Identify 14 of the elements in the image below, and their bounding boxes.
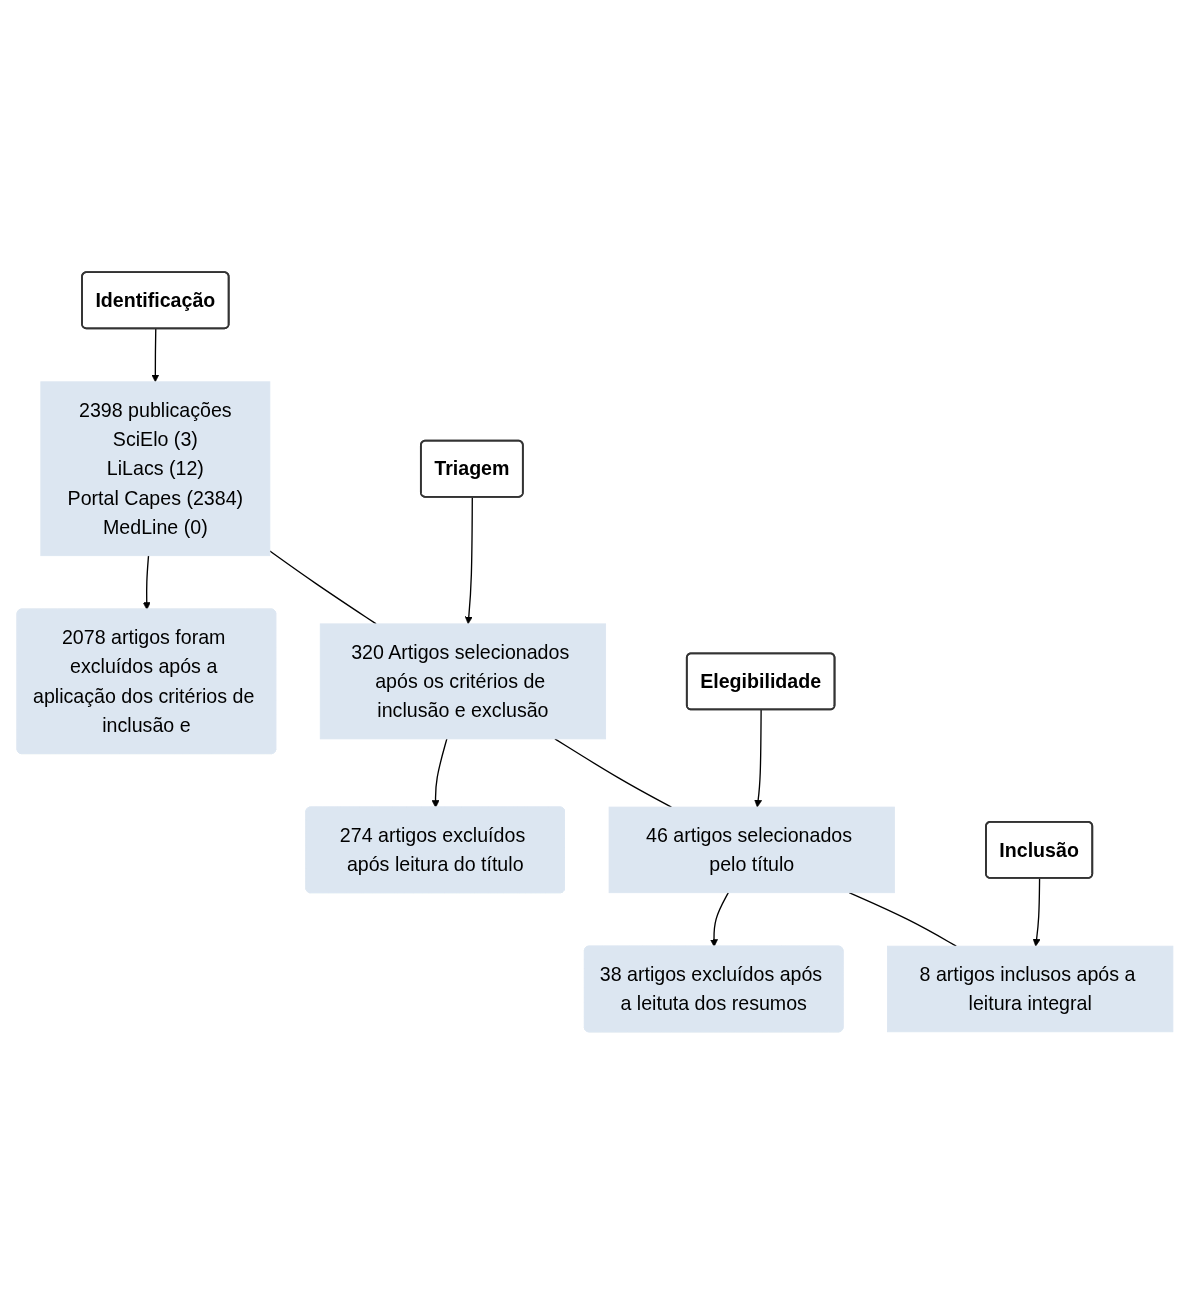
arrow — [464, 496, 473, 625]
node-box: 320 Artigos selecionados após os critérios de inclusão e exclusão — [319, 623, 607, 740]
node-box: 2398 publicações SciElo (3) LiLacs (12) Portal Capes (2384) MedLine (0) — [40, 381, 271, 557]
arrow — [710, 892, 729, 948]
connector — [554, 738, 673, 808]
connector — [848, 892, 957, 947]
connector — [269, 550, 377, 625]
arrow — [754, 709, 763, 808]
arrow — [151, 328, 160, 383]
node-box: 8 artigos inclusos após a leitura integral — [887, 945, 1174, 1033]
arrow — [1032, 877, 1041, 947]
arrow — [142, 555, 151, 610]
node-box: 46 artigos selecionados pelo título — [608, 806, 895, 894]
arrow — [431, 738, 448, 808]
